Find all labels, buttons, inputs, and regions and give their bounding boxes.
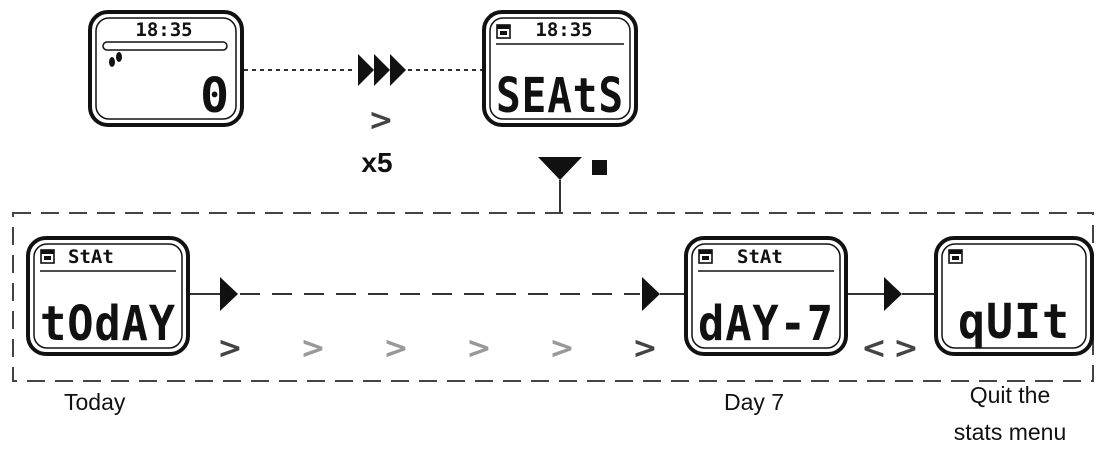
day7-header: StAt <box>737 246 783 268</box>
footprint-icon <box>109 52 122 67</box>
calendar-icon <box>40 249 55 264</box>
home-screen: 18:35 0 <box>88 10 244 127</box>
today-value: tOdAY <box>40 296 176 352</box>
calendar-icon <box>948 249 963 264</box>
caption-quit-line1: Quit the <box>970 382 1051 408</box>
stats-entry-time: 18:35 <box>535 19 592 41</box>
calendar-icon <box>496 24 511 39</box>
nav-chevron: > <box>217 331 242 366</box>
nav-chevron: > <box>383 331 408 366</box>
home-step-count: 0 <box>200 68 230 124</box>
quit-value: qUIt <box>958 294 1070 350</box>
down-arrow-icon <box>538 157 582 180</box>
today-screen: StAt tOdAY <box>26 236 190 356</box>
today-header: StAt <box>68 246 114 268</box>
stats-entry-label: SEAtS <box>496 68 624 124</box>
calendar-icon <box>698 249 713 264</box>
nav-chevron: > <box>549 331 574 366</box>
day7-value: dAY-7 <box>698 296 834 352</box>
nav-chevrons: > > > > > > <box>217 331 657 366</box>
nav-arrow-right-icon <box>642 277 660 311</box>
nav-arrow-right-icon <box>220 277 238 311</box>
nav-arrow-right-icon <box>884 277 902 311</box>
stop-square-icon <box>592 160 607 175</box>
stats-entry-screen: 18:35 SEAtS <box>482 10 638 127</box>
nav-chevron: > <box>300 331 325 366</box>
triple-arrow-icon <box>358 54 406 86</box>
progress-bar <box>102 41 228 51</box>
back-chevron: < <box>861 331 886 366</box>
quit-screen: qUIt <box>934 236 1094 356</box>
caption-today: Today <box>64 389 126 415</box>
repeat-count: x5 <box>361 147 392 178</box>
home-time: 18:35 <box>135 19 192 41</box>
nav-chevron: > <box>466 331 491 366</box>
nav-chevron: > <box>632 331 657 366</box>
forward-chevron: > <box>893 331 918 366</box>
repeat-chevron: > <box>368 103 393 138</box>
caption-quit-line2: stats menu <box>954 419 1067 445</box>
day7-screen: StAt dAY-7 <box>684 236 848 356</box>
caption-day7: Day 7 <box>724 389 784 415</box>
